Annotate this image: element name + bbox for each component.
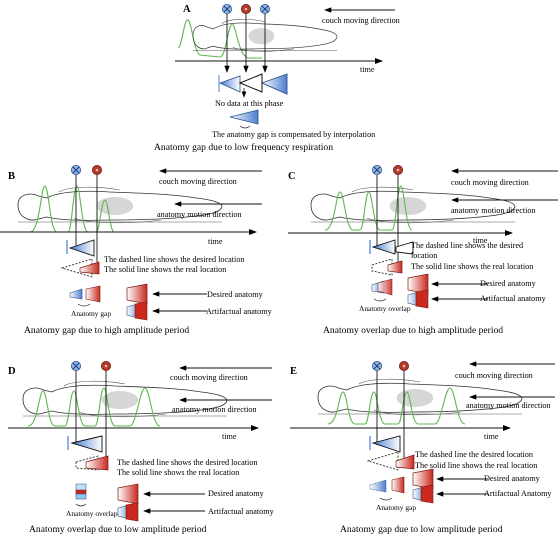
panel-d: D couch moving direction anatomy motion …: [8, 360, 275, 535]
panel-d-respiration-wave: [27, 387, 161, 427]
panel-d-couch-label: couch moving direction: [170, 373, 248, 382]
panel-e-gap-label: Anatomy gap: [376, 503, 416, 512]
panel-d-time-label: time: [222, 432, 237, 441]
panel-e-couch-label: couch moving direction: [455, 371, 533, 380]
panel-c-letter: C: [288, 171, 296, 182]
panel-e-desired-label: Desired anatomy: [484, 474, 541, 483]
panel-e-solid-label: The solid line shows the real location: [415, 461, 537, 470]
panel-c-time-label: time: [473, 236, 488, 245]
panel-b-artifactual-label: Artifactual anatomy: [206, 307, 273, 316]
panel-b-couch-label: couch moving direction: [159, 177, 237, 186]
panel-c: C couch moving direction anatomy motion …: [288, 164, 558, 336]
panel-b-motion-label: anatomy motion direction: [157, 210, 242, 219]
panel-e-detector-red: [398, 360, 410, 372]
panel-a-wedge-1: [218, 75, 241, 93]
panel-a-detector-blue-2: [259, 3, 271, 15]
panel-c-dashed-label-2: location: [411, 251, 437, 260]
panel-e-gap-icon: [369, 479, 387, 493]
panel-a-couch-label: couch moving direction: [322, 16, 400, 25]
panel-e-artifactual-label: Artifactual Anatomy: [484, 489, 552, 498]
panel-b-caption: Anatomy gap due to high amplitude period: [24, 325, 189, 336]
panel-a: A time couch moving direction No data at…: [154, 3, 400, 153]
panel-c-artifactual-label: Artifactual anatomy: [480, 294, 547, 303]
panel-c-solid-label: The solid line shows the real location: [411, 262, 533, 271]
panel-c-respiration-wave: [324, 185, 413, 231]
panel-d-dashed-label: The dashed line shows the desired locati…: [117, 458, 258, 467]
panel-d-desired-mark: [117, 483, 139, 505]
panel-d-letter: D: [8, 366, 16, 377]
panel-b-detector-blue: [70, 164, 82, 176]
panel-c-overlap-label: Anatomy overlap: [359, 304, 411, 313]
panel-a-caption: Anatomy gap due to low frequency respira…: [154, 142, 333, 153]
panel-a-compensated-label: The anatomy gap is compensated by interp…: [212, 130, 375, 139]
panel-e-detector-blue: [371, 360, 383, 372]
panel-c-motion-label: anatomy motion direction: [451, 206, 536, 215]
panel-a-letter: A: [183, 4, 191, 15]
panel-b-respiration-wave: [29, 185, 115, 233]
panel-b-desired-mark: [126, 283, 148, 305]
panel-c-artifactual-mark: [407, 289, 429, 309]
panel-a-nodata-label: No data at this phase: [215, 99, 284, 108]
panel-c-caption: Anatomy overlap due to high amplitude pe…: [323, 325, 503, 336]
panel-c-desired-label: Desired anatomy: [480, 279, 537, 288]
panel-a-respiration-wave: [177, 19, 262, 59]
panel-b-gap-label: Anatomy gap: [71, 309, 111, 318]
panel-e: E couch moving direction anatomy motion …: [290, 360, 555, 535]
panel-b-dashed-label: The dashed line shows the desired locati…: [104, 255, 245, 264]
panel-e-respiration-wave: [327, 387, 466, 425]
panel-e-motion-label: anatomy motion direction: [466, 401, 551, 410]
panel-e-dashed-label: The dashed line the desired location: [415, 450, 533, 459]
panel-c-patient: [310, 186, 516, 224]
panel-d-detector-red: [100, 360, 112, 372]
panel-e-letter: E: [290, 366, 297, 377]
panel-b-solid-label: The solid line shows the real location: [104, 265, 226, 274]
panel-e-caption: Anatomy gap due to low amplitude period: [340, 524, 503, 535]
panel-b-time-label: time: [208, 237, 223, 246]
panel-b: B couch moving direction anatomy motion …: [0, 164, 273, 336]
panel-e-artifactual-mark: [412, 484, 434, 504]
panel-d-solid-label: The solid line shows the real location: [117, 468, 239, 477]
panel-a-detector-blue-1: [221, 3, 233, 15]
panel-a-wedge-2: [238, 73, 263, 93]
panel-d-artifactual-label: Artifactual anatomy: [208, 507, 275, 516]
panel-d-overlap-label: Anatomy overlap: [66, 509, 118, 518]
panel-d-artifactual-mark: [117, 502, 139, 522]
panel-d-desired-label: Desired anatomy: [208, 489, 265, 498]
panel-e-time-label: time: [484, 432, 499, 441]
panel-b-artifactual-mark: [126, 301, 148, 321]
panel-a-wedge-3: [260, 73, 288, 95]
panel-b-desired-label: Desired anatomy: [207, 290, 264, 299]
panel-b-detector-red: [91, 164, 103, 176]
panel-d-caption: Anatomy overlap due to low amplitude per…: [29, 524, 207, 535]
panel-a-time-label: time: [360, 65, 375, 74]
panel-d-detector-blue: [70, 360, 82, 372]
panel-a-detector-red: [240, 3, 252, 15]
panel-c-couch-label: couch moving direction: [451, 178, 529, 187]
panel-b-letter: B: [8, 171, 15, 182]
panel-d-motion-label: anatomy motion direction: [172, 405, 257, 414]
panel-a-interp-wedge: [229, 109, 259, 125]
panel-c-detector-red: [392, 164, 404, 176]
panel-c-dashed-label: The dashed line shows the desired: [411, 241, 523, 250]
panel-b-gap-icon: [69, 288, 83, 300]
panel-c-detector-blue: [371, 164, 383, 176]
